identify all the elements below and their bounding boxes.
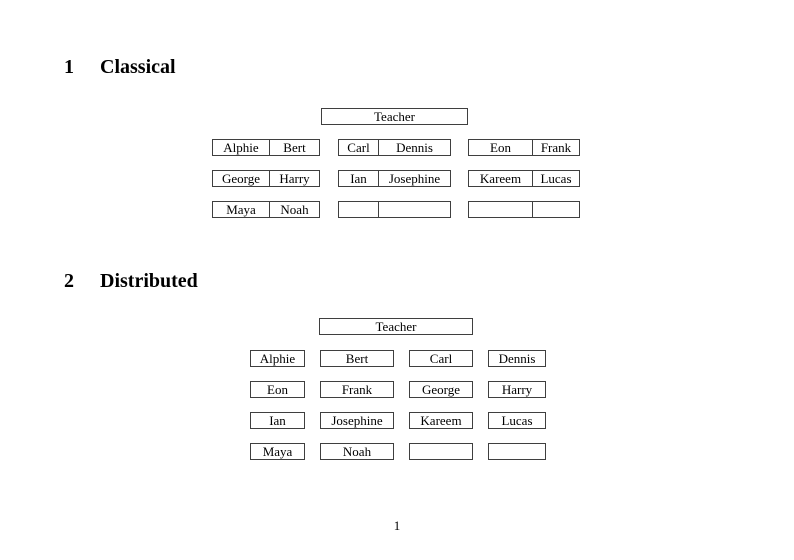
seat-carl: Carl — [409, 350, 473, 367]
seat-right: Josephine — [378, 171, 450, 186]
seat-right: Noah — [269, 202, 319, 217]
desk-kareem-lucas: Kareem Lucas — [468, 170, 580, 187]
seat-right — [378, 202, 450, 217]
seat-right: Harry — [269, 171, 319, 186]
seat-dennis: Dennis — [488, 350, 546, 367]
seat-left: Eon — [490, 140, 511, 155]
seat-left: Kareem — [479, 171, 522, 186]
seat-josephine: Josephine — [320, 412, 394, 429]
seat-eon: Eon — [250, 381, 305, 398]
seat-right — [532, 202, 579, 217]
section-heading-classical: 1 Classical — [64, 57, 176, 77]
section-number: 2 — [64, 270, 74, 292]
seat-right: Lucas — [532, 171, 579, 186]
seat-noah: Noah — [320, 443, 394, 460]
desk-maya-noah: Maya Noah — [212, 201, 320, 218]
seat-george: George — [409, 381, 473, 398]
teacher-box-distributed: Teacher — [319, 318, 473, 335]
desk-ian-josephine: Ian Josephine — [338, 170, 451, 187]
section-title: Classical — [100, 56, 176, 78]
seat-left: Carl — [347, 140, 370, 155]
seat-lucas: Lucas — [488, 412, 546, 429]
seat-empty-2 — [488, 443, 546, 460]
seat-left: Alphie — [223, 140, 259, 155]
desk-alphie-bert: Alphie Bert — [212, 139, 320, 156]
seat-empty-1 — [409, 443, 473, 460]
desk-empty-1 — [338, 201, 451, 218]
teacher-box-classical: Teacher — [321, 108, 468, 125]
seat-alphie: Alphie — [250, 350, 305, 367]
section-heading-distributed: 2 Distributed — [64, 271, 198, 291]
seat-bert: Bert — [320, 350, 394, 367]
seat-right: Dennis — [378, 140, 450, 155]
seat-right: Bert — [269, 140, 319, 155]
section-title: Distributed — [100, 270, 198, 292]
page-number: 1 — [393, 518, 401, 533]
seat-kareem: Kareem — [409, 412, 473, 429]
seat-right: Frank — [532, 140, 579, 155]
seat-left: Ian — [350, 171, 367, 186]
desk-eon-frank: Eon Frank — [468, 139, 580, 156]
seat-left — [469, 202, 532, 217]
desk-carl-dennis: Carl Dennis — [338, 139, 451, 156]
seat-left: Maya — [226, 202, 256, 217]
desk-empty-2 — [468, 201, 580, 218]
seat-frank: Frank — [320, 381, 394, 398]
seat-ian: Ian — [250, 412, 305, 429]
seat-left — [339, 202, 378, 217]
desk-george-harry: George Harry — [212, 170, 320, 187]
seat-harry: Harry — [488, 381, 546, 398]
seat-left: George — [221, 171, 261, 186]
seat-maya: Maya — [250, 443, 305, 460]
section-number: 1 — [64, 56, 74, 78]
